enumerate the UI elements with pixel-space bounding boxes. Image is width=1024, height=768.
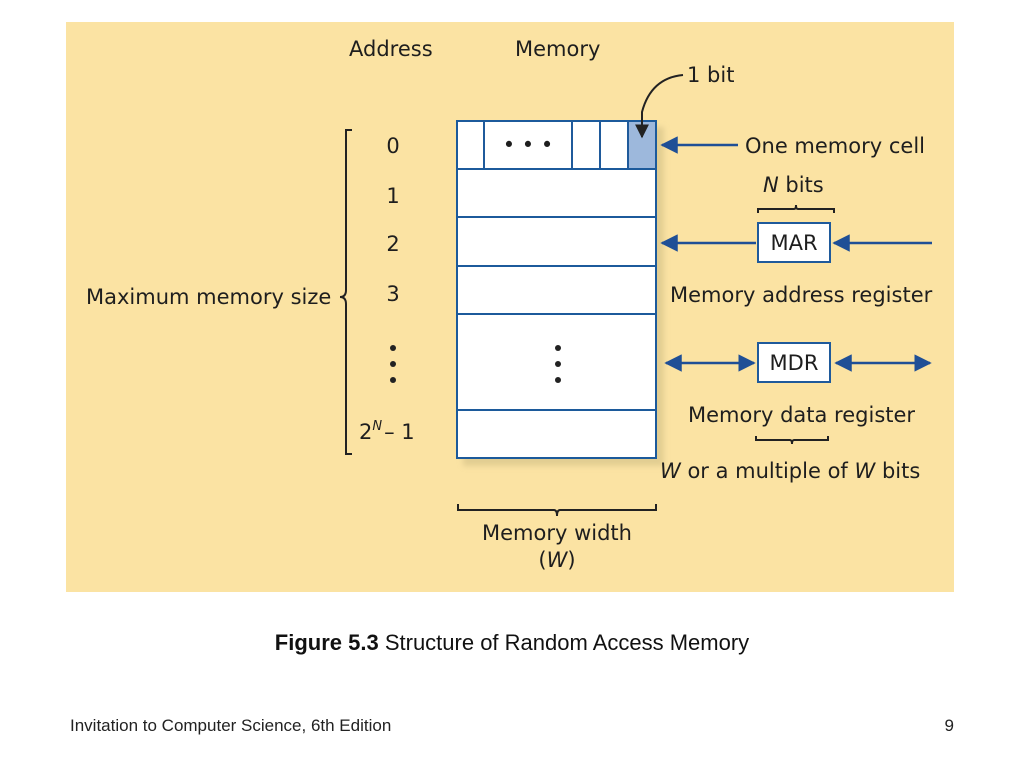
memory-row-0 bbox=[456, 120, 657, 170]
bit-label: 1 bit bbox=[687, 63, 734, 87]
mar-caption: Memory address register bbox=[670, 283, 933, 307]
ram-diagram: Address Memory • • • 0 1 2 bbox=[86, 37, 933, 572]
figure-number: Figure 5.3 bbox=[274, 630, 379, 655]
memory-width-brace-icon bbox=[457, 504, 657, 517]
address-3: 3 bbox=[386, 282, 399, 306]
mdr-caption: Memory data register bbox=[688, 403, 915, 427]
memory-row-3 bbox=[456, 265, 657, 315]
address-2: 2 bbox=[386, 232, 399, 256]
figure-title: Structure of Random Access Memory bbox=[378, 630, 750, 655]
address-last: 2N– 1 bbox=[359, 419, 415, 444]
memory-row-1 bbox=[456, 168, 657, 218]
memory-width-symbol: (W) bbox=[538, 548, 575, 572]
n-bits-label: N bits bbox=[763, 173, 824, 197]
mdr-label: MDR bbox=[770, 351, 819, 375]
cell-dots: • • • bbox=[503, 133, 554, 157]
memory-width-label: Memory width bbox=[482, 521, 632, 545]
bit-dividers bbox=[483, 121, 629, 169]
footer-book-title: Invitation to Computer Science, 6th Edit… bbox=[70, 716, 392, 735]
address-0: 0 bbox=[386, 134, 399, 158]
one-memory-cell-label: One memory cell bbox=[745, 134, 925, 158]
memory-row-2 bbox=[456, 216, 657, 267]
ram-structure-figure: Address Memory • • • 0 1 2 bbox=[66, 22, 954, 592]
memory-size-brace-icon bbox=[339, 129, 352, 455]
memory-block bbox=[456, 120, 657, 459]
mdr-width-brace-icon bbox=[755, 436, 829, 445]
mar-label: MAR bbox=[770, 231, 817, 255]
address-1: 1 bbox=[386, 184, 399, 208]
n-bits-brace-icon bbox=[757, 204, 835, 213]
memory-vertical-dots-icon bbox=[555, 345, 561, 383]
bit-pointer-arrow-icon bbox=[635, 74, 684, 139]
max-memory-size-label: Maximum memory size bbox=[86, 285, 331, 309]
mar-register bbox=[757, 222, 831, 263]
w-bits-label: W or a multiple of W bits bbox=[660, 459, 920, 483]
address-header: Address bbox=[349, 37, 433, 61]
footer-page-number: 9 bbox=[944, 716, 954, 735]
figure-caption: Figure 5.3 Structure of Random Access Me… bbox=[0, 630, 1024, 656]
address-vertical-dots-icon bbox=[390, 345, 396, 383]
mdr-register bbox=[757, 342, 831, 383]
memory-header: Memory bbox=[515, 37, 600, 61]
memory-row-last bbox=[456, 409, 657, 459]
